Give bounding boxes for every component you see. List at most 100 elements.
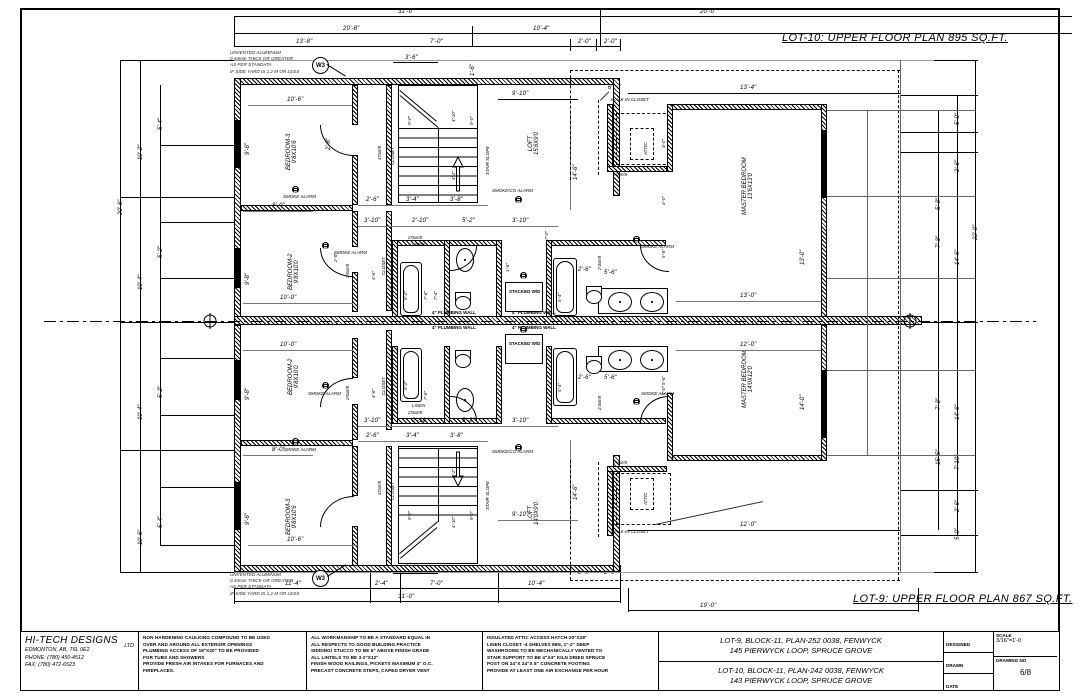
spec3-line-0: INSULATED ATTIC ACCESS HATCH-20"X28" — [487, 635, 588, 640]
smoke-alarm-ensuite-top — [633, 236, 640, 243]
room-size: 14'0X9'0 — [534, 502, 540, 525]
dim-right-73: 7'-3" — [936, 236, 942, 248]
dim-left-102: 10'-2" — [138, 144, 144, 160]
drawing-no-value: 6/8 — [1019, 668, 1032, 678]
guide-top-1 — [234, 60, 934, 61]
window-tag-w3-top[interactable]: W3 — [312, 57, 329, 74]
smoke-alarm-bot-b3 — [292, 438, 299, 445]
stacked-wd-top — [505, 282, 543, 312]
overhang-mid-left — [570, 70, 571, 180]
smoke-co-alarm-bot-loft — [515, 444, 522, 451]
ensuite-toilet-top — [586, 286, 602, 304]
dim-b3-96: 9'-6" — [245, 143, 251, 155]
label-walk-in-closet-bot: WALK-IN CLOSET — [611, 529, 649, 534]
tb-drawn: DRAWN — [944, 653, 993, 674]
dimline-mid-top — [358, 226, 558, 227]
dim-left-52b: 5'-2" — [158, 386, 164, 398]
dim-bath-76-top: 7'-6" — [423, 291, 428, 300]
window-note-bottom: UNVENTED ALUMINUM 0.44mm THICK OR GREATE… — [230, 572, 299, 597]
dim-mid-310b-top: 3'-10" — [512, 218, 529, 224]
dim-right-50: 5'-0" — [955, 113, 961, 125]
guide-right-v2 — [900, 60, 901, 572]
label-stacked-wd-bot: STACKED W/D — [509, 341, 540, 347]
wall-master-top-n — [667, 104, 827, 110]
dim-tick-c — [600, 9, 601, 46]
dim-right-53: 5'-3" — [936, 198, 942, 210]
attic-hatch-bot — [630, 478, 654, 510]
dim-right-26b: 2'-6" — [955, 500, 961, 512]
spec1-line-1: OVER AND AROUND ALL EXTERIOR OPENINGS — [143, 641, 253, 647]
plan-title-bottom: LOT-9: UPPER FLOOR PLAN 867 SQ.FT. — [853, 593, 1073, 605]
drawing-no-label: DRAWING NO — [996, 658, 1027, 664]
spec3-line-1: LINEN CLOSET -4 SHELVES MIN, 1"-2" DEEP — [487, 641, 590, 647]
dim-tick-a — [234, 16, 235, 46]
dimline-b3-106-bot — [248, 545, 358, 546]
window-tag-w3-bot[interactable]: W3 — [312, 570, 329, 587]
vanity-sink-bot-2 — [640, 350, 664, 370]
dim-b2-98-bot: 9'-8" — [245, 388, 251, 400]
door-2468-wic-top: 2'4x6'8 — [613, 172, 627, 177]
guide-right-4 — [827, 370, 975, 371]
plan-title-top: LOT-10: UPPER FLOOR PLAN 895 SQ.FT. — [782, 32, 1008, 44]
dim-mid-310-bot: 3'-10" — [364, 418, 381, 424]
window-note-line-2b: 0.44mm THICK OR GREATER — [230, 578, 293, 584]
dimline-bot-120 — [628, 530, 900, 531]
dim-top-138: 13'-8" — [296, 39, 313, 45]
label-smoke-alarm-ensuite-top: SMOKE ALARM — [641, 244, 674, 249]
stair-stringer-bot — [438, 448, 439, 522]
wall-wic-top — [607, 104, 613, 170]
leftdim-tick2 — [160, 145, 238, 146]
vanity-sink-top-2 — [640, 292, 664, 312]
room-size: 13'6X13'0 — [748, 173, 754, 200]
room-label-loft-bot: LOFT 14'0X9'0 — [528, 502, 540, 525]
sheet-border-right — [1058, 8, 1060, 691]
rightdim-tick8 — [900, 60, 978, 61]
spec1-line-0: NON HARDENING CAULKING COMPOUND TO BE US… — [143, 635, 270, 640]
guide-right-1 — [827, 110, 975, 111]
door-swing-ensuite-bot — [640, 396, 669, 423]
dim-master-120-bot: 12'-0" — [740, 342, 757, 348]
dim-stair-38-top: 3'-8" — [450, 197, 463, 203]
sheet-border-left — [20, 8, 22, 691]
dim-tub-52-bot: 5'-2" — [403, 381, 408, 390]
overhang-right — [898, 70, 899, 580]
wall-b2-top-n — [241, 205, 353, 211]
party-wall — [234, 316, 922, 325]
dim-ensuite-26-top: 2'-6" — [578, 267, 591, 273]
wall-wic-top-bot — [607, 166, 667, 172]
dim-b3-80-bot: 8'-0" — [272, 447, 285, 453]
room-label-bedroom2-bot: BEDROOM-2 9'8X10'0 — [288, 359, 300, 395]
label-closet-top: CLOSET — [390, 146, 395, 165]
dim-stair-90b-top: 9'-0" — [469, 116, 474, 125]
room-label-bedroom2-top: BEDROOM-2 9'8X10'0 — [288, 254, 300, 290]
wall-b2-top-e2 — [352, 272, 358, 312]
dim-bath-74-top: 7'-4" — [433, 291, 438, 300]
dim-bot-910: 9'-10" — [512, 512, 529, 518]
wall-bath-bot-w — [392, 346, 398, 424]
dim-right-146b: 14'-6" — [955, 404, 961, 420]
dim-top-134: 13'-4" — [740, 85, 757, 91]
dim-left-overall: 20'-6" — [118, 199, 124, 215]
callout-leader-top — [326, 64, 346, 77]
vanity-sink-top-1 — [608, 292, 632, 312]
sheet-border-top — [20, 8, 1060, 10]
company-phone: PHONE: (780) 450-4512 — [25, 654, 85, 661]
overhang-mid-left-b — [570, 460, 571, 580]
dim-bot-24: 2'-4" — [375, 581, 388, 587]
exterior-wall-top — [234, 78, 620, 85]
dim-bot-120: 12'-0" — [740, 522, 757, 528]
dimline-910-top — [498, 99, 578, 100]
window-note-line-1: UNVENTED ALUMINUM — [230, 50, 281, 55]
dim-top-overall: 31'-0" — [398, 9, 415, 15]
leftdim-tick12 — [120, 572, 238, 573]
wall-master-top-w — [667, 104, 673, 172]
dim-b3-106-bot: 10'-6" — [287, 537, 304, 543]
spec1-line-4: PROVIDE FRESH AIR INTAKES FOR FURNACES A… — [143, 661, 264, 667]
label-plumbing-wall-bot: 4" PLUMBING WALL — [432, 325, 476, 330]
wall-b2-bot-e — [352, 338, 358, 378]
dim-stair-410-bot: 4'-10" — [451, 516, 456, 528]
tb-lot-9: LOT-9, BLOCK-11, PLAN-252 0038, FENWYCK … — [659, 632, 943, 662]
leftdim-tick5 — [160, 278, 238, 279]
dim-tick-e — [596, 39, 597, 51]
dimline-stair-top — [358, 205, 488, 206]
